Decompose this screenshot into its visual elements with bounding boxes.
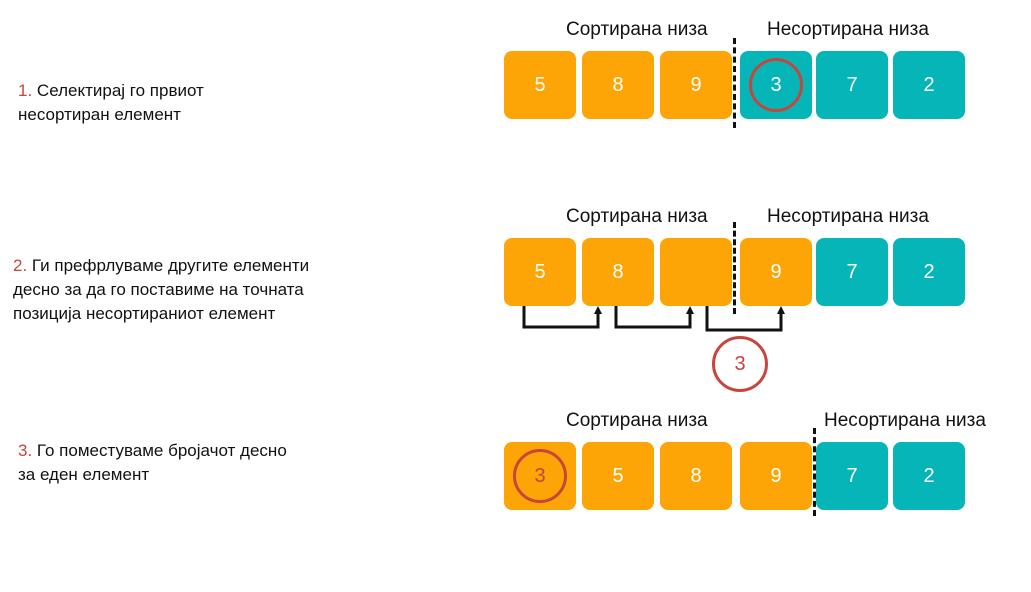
row-3-cell-1: 3	[504, 442, 576, 510]
row-1-cell-3: 9	[660, 51, 732, 119]
row-2-unsorted-label: Несортирана низа	[767, 206, 929, 227]
row-3-cell-4-value: 9	[770, 464, 782, 487]
step-1-number: 1.	[18, 81, 33, 100]
row-1-cell-2-value: 8	[612, 73, 624, 96]
row-3-sorted-label: Сортирана низа	[566, 410, 708, 431]
row-1-cell-6-value: 2	[923, 73, 935, 96]
row-3-cell-4: 9	[740, 442, 812, 510]
step-1-text: 1. Селектирај го првиот несортиран елеме…	[18, 79, 204, 127]
row-2-divider	[733, 222, 736, 314]
step-3-number: 3.	[18, 441, 33, 460]
row-3-cell-3: 8	[660, 442, 732, 510]
row-1-sorted-label: Сортирана низа	[566, 19, 708, 40]
step-2-text: 2. Ги префрлуваме другите елементи десно…	[13, 254, 309, 326]
step-3-line-1: Го поместуваме бројачот десно	[36, 441, 287, 460]
selection-circle	[749, 58, 803, 112]
row-2-cell-3-empty	[660, 238, 732, 306]
step-2-line-2: десно за да го поставиме на точната	[13, 280, 304, 299]
step-1-line-2: несортиран елемент	[18, 105, 181, 124]
row-3-cell-6-value: 2	[923, 464, 935, 487]
row-1-divider	[733, 38, 736, 128]
row-1-cell-1-value: 5	[534, 73, 546, 96]
shift-arrow-3	[705, 306, 785, 332]
floating-value-circle: 3	[712, 336, 768, 392]
step-2-number: 2.	[13, 256, 28, 275]
step-3-text: 3. Го поместуваме бројачот десно за еден…	[18, 439, 287, 487]
row-1-cell-4-value: 3	[770, 73, 782, 96]
step-2-line-3: позиција несортираниот елемент	[13, 304, 276, 323]
row-1-cell-6: 2	[893, 51, 965, 119]
row-3-cell-5-value: 7	[846, 464, 858, 487]
row-2-cell-1-value: 5	[534, 260, 546, 283]
row-2-cell-6: 2	[893, 238, 965, 306]
row-1-cell-5: 7	[816, 51, 888, 119]
shift-arrow-2	[614, 306, 694, 329]
row-2-sorted-label: Сортирана низа	[566, 206, 708, 227]
step-1-line-1: Селектирај го првиот	[36, 81, 204, 100]
row-3-cell-2: 5	[582, 442, 654, 510]
row-2-cell-2-value: 8	[612, 260, 624, 283]
row-2-cell-2: 8	[582, 238, 654, 306]
row-2-cell-5: 7	[816, 238, 888, 306]
row-1-cell-1: 5	[504, 51, 576, 119]
row-3-cell-6: 2	[893, 442, 965, 510]
inserted-circle	[513, 449, 567, 503]
floating-value: 3	[734, 352, 746, 375]
row-3-cell-2-value: 5	[612, 464, 624, 487]
row-3-cell-1-value: 3	[534, 464, 546, 487]
step-3-line-2: за еден елемент	[18, 465, 150, 484]
row-3-divider	[813, 428, 816, 516]
row-1-cell-4: 3	[740, 51, 812, 119]
row-2-cell-4: 9	[740, 238, 812, 306]
step-2-line-1: Ги префрлуваме другите елементи	[31, 256, 310, 275]
row-2-cell-4-value: 9	[770, 260, 782, 283]
row-2-cell-6-value: 2	[923, 260, 935, 283]
row-1-cell-2: 8	[582, 51, 654, 119]
row-3-unsorted-label: Несортирана низа	[824, 410, 986, 431]
row-3-cell-5: 7	[816, 442, 888, 510]
row-2-cell-1: 5	[504, 238, 576, 306]
shift-arrow-1	[522, 306, 602, 329]
row-1-cell-3-value: 9	[690, 73, 702, 96]
row-3-cell-3-value: 8	[690, 464, 702, 487]
row-2-cell-5-value: 7	[846, 260, 858, 283]
row-1-unsorted-label: Несортирана низа	[767, 19, 929, 40]
row-1-cell-5-value: 7	[846, 73, 858, 96]
